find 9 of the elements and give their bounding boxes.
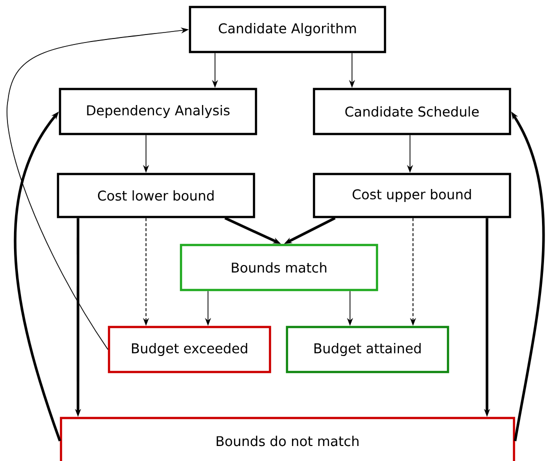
process-box: Cost upper bound: [312, 172, 512, 218]
process-box: Dependency Analysis: [58, 88, 258, 136]
process-box: Budget attained: [286, 326, 450, 374]
process-box: Cost lower bound: [56, 172, 256, 218]
process-box: Candidate Algorithm: [188, 6, 386, 54]
process-box: Bounds match: [180, 244, 378, 292]
process-box: Candidate Schedule: [312, 88, 512, 136]
process-box: Bounds do not match: [60, 416, 516, 461]
process-box: Budget exceeded: [108, 326, 272, 374]
